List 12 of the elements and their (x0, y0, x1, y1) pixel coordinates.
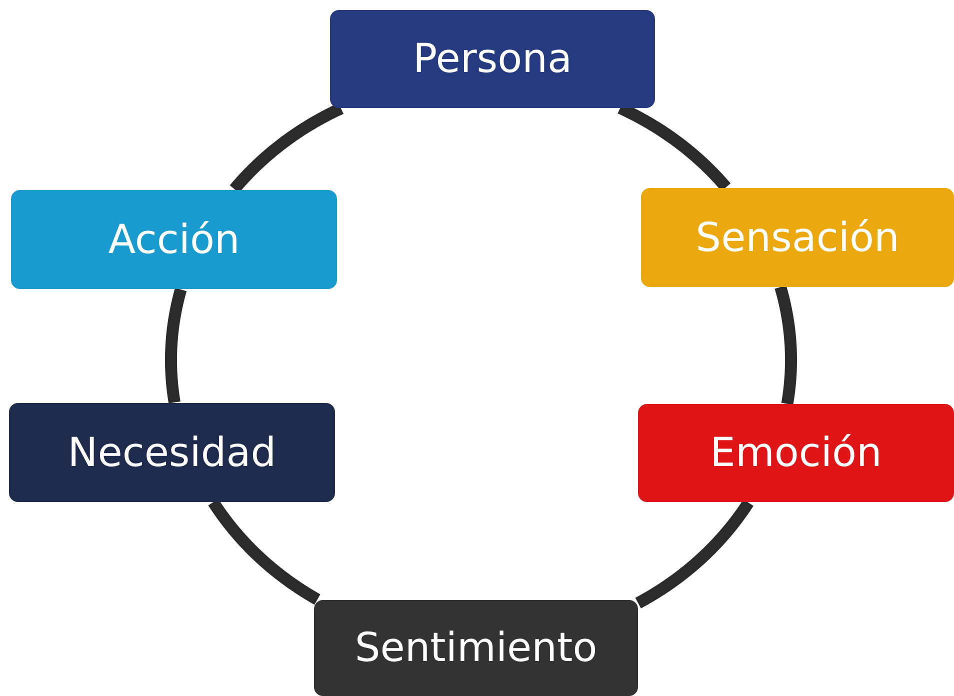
node-label: Necesidad (68, 430, 276, 476)
category-box (314, 600, 638, 696)
node-label: Persona (413, 36, 572, 82)
category-box (638, 404, 954, 502)
category-box (330, 10, 655, 108)
node-label: Sensación (696, 214, 900, 260)
category-box (641, 188, 954, 287)
node-label: Emoción (710, 430, 882, 476)
node-label: Sentimiento (354, 625, 598, 671)
category-box (11, 190, 337, 289)
category-box (9, 403, 335, 502)
node-label: Acción (108, 216, 240, 262)
